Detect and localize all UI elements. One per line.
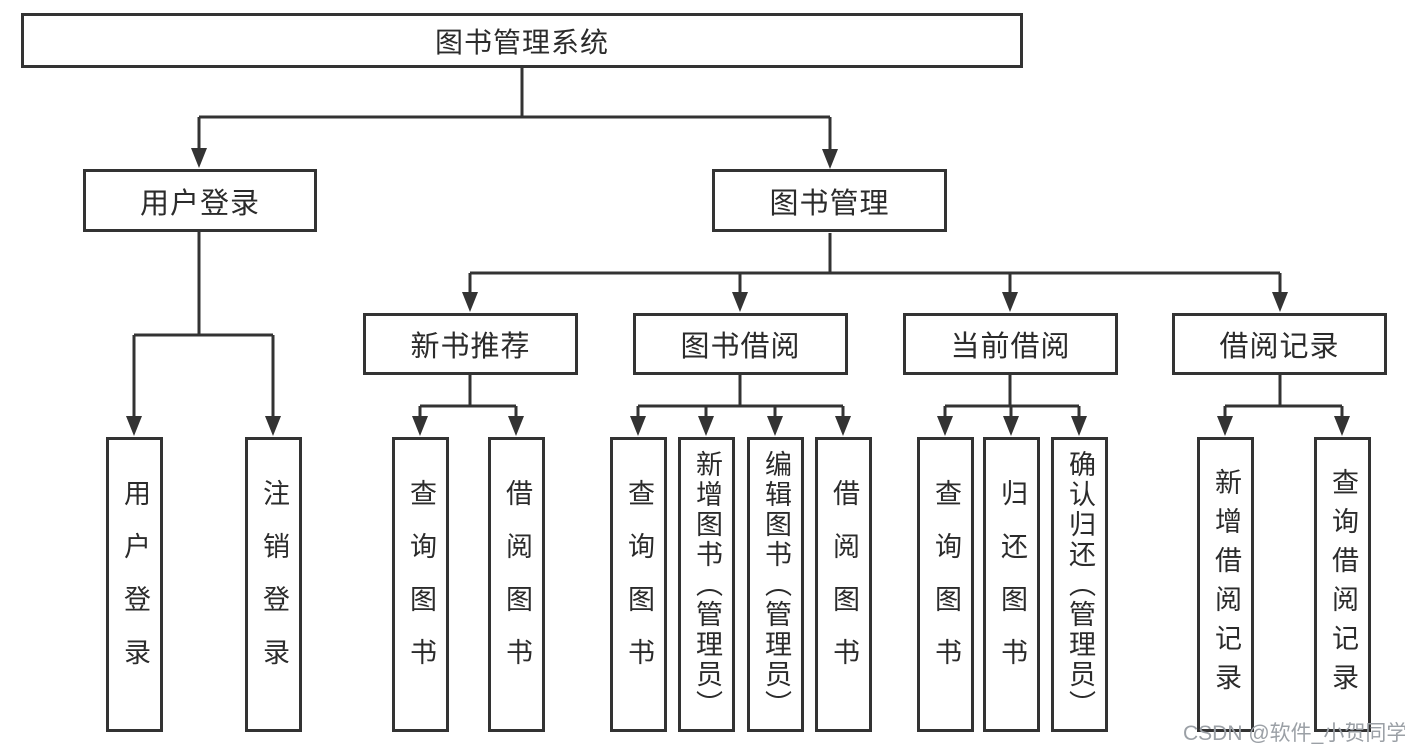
leaf-logout: 注销登录 (245, 437, 302, 732)
node-current-borrow: 当前借阅 (903, 313, 1118, 375)
leaf-newrec-borrow-books: 借阅图书 (488, 437, 545, 732)
csdn-watermark: CSDN @软件_小贺同学 (1183, 722, 1405, 745)
node-new-book-recommend: 新书推荐 (363, 313, 578, 375)
leaf-current-confirm-return-admin: 确认归还（管理员） (1051, 437, 1108, 732)
leaf-newrec-query-books: 查询图书 (392, 437, 449, 732)
leaf-borrow-borrow-books: 借阅图书 (815, 437, 872, 732)
leaf-current-query-books: 查询图书 (917, 437, 974, 732)
leaf-records-add-record: 新增借阅记录 (1197, 437, 1254, 732)
leaf-borrow-add-books-admin: 新增图书（管理员） (678, 437, 735, 732)
node-borrow-records: 借阅记录 (1172, 313, 1387, 375)
arrowheads (126, 148, 1350, 436)
node-book-management: 图书管理 (712, 169, 947, 232)
node-library-management-system: 图书管理系统 (21, 13, 1023, 68)
leaf-borrow-edit-books-admin: 编辑图书（管理员） (747, 437, 804, 732)
leaf-current-return-books: 归还图书 (983, 437, 1040, 732)
node-user-login: 用户登录 (83, 169, 317, 232)
leaf-records-query-record: 查询借阅记录 (1314, 437, 1371, 732)
leaf-user-login: 用户登录 (106, 437, 163, 732)
node-book-borrow: 图书借阅 (633, 313, 848, 375)
leaf-borrow-query-books: 查询图书 (610, 437, 667, 732)
